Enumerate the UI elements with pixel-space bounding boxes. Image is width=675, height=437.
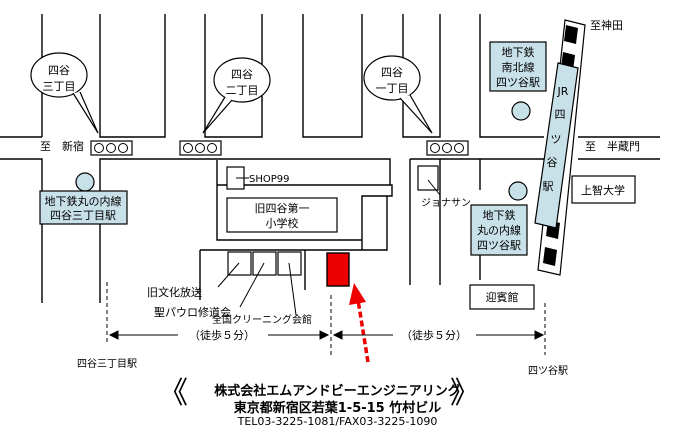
station-namboku-l2: 南北線 xyxy=(502,60,535,74)
station-marker-marunouchi-yotsuya xyxy=(508,181,528,201)
close-bracket: 》 xyxy=(450,376,480,411)
station-marunouchi-l3: 四ツ谷駅 xyxy=(477,239,521,252)
bubble-yotsuya-2chome-l2: 二丁目 xyxy=(226,84,259,97)
jr-label-2: 四 xyxy=(555,108,566,121)
label-jonathan: ジョナサン xyxy=(421,197,471,209)
station-yotsuya3-l2: 四谷三丁目駅 xyxy=(50,209,116,222)
label-sophia: 上智大学 xyxy=(581,183,625,197)
station-box-yotsuya3: 地下鉄丸の内線 四谷三丁目駅 xyxy=(39,190,128,225)
building-shop99: SHOP99 xyxy=(226,166,290,190)
traffic-signal-middle xyxy=(179,140,222,156)
bubble-yotsuya-1chome: 四谷 一丁目 xyxy=(363,55,433,134)
label-to-shinjuku: 至 新宿 xyxy=(40,139,84,153)
company-building-marker xyxy=(326,252,350,287)
label-shop99: SHOP99 xyxy=(249,174,290,185)
distance-left: （徒歩５分） xyxy=(189,328,255,342)
bubble-yotsuya-2chome: 四谷 二丁目 xyxy=(202,57,271,134)
building-sophia: 上智大学 xyxy=(571,175,636,204)
jr-railway: JR 四 ツ 谷 駅 xyxy=(534,19,586,276)
red-arrow xyxy=(349,283,370,363)
company-address: 東京都新宿区若葉1-5-15 竹村ビル xyxy=(233,401,442,416)
bubble-yotsuya-1chome-l2: 一丁目 xyxy=(376,82,409,95)
label-to-hanzomon: 至 半蔵門 xyxy=(585,139,640,153)
label-paulo: 聖パウロ修道会 xyxy=(154,305,231,319)
roads xyxy=(0,14,660,303)
station-marker-namboku xyxy=(511,101,531,121)
small-street xyxy=(199,249,322,300)
distance-guides xyxy=(106,282,546,358)
jr-label-5: 駅 xyxy=(543,180,554,193)
jr-yotsuya-platform xyxy=(534,62,579,229)
label-bunka-hoso: 旧文化放送 xyxy=(147,285,202,299)
label-geihinkan: 迎賓館 xyxy=(486,290,519,304)
company-name: 株式会社エムアンドビーエンジニアリング xyxy=(214,384,461,399)
station-marunouchi-l1: 地下鉄 xyxy=(483,208,516,222)
station-marunouchi-l2: 丸の内線 xyxy=(477,223,521,237)
company-tel-fax: TEL03-3225-1081/FAX03-3225-1090 xyxy=(237,415,438,428)
station-namboku-l1: 地下鉄 xyxy=(502,45,535,59)
station-marker-yotsuya3 xyxy=(75,172,95,192)
jr-label-1: JR xyxy=(557,85,569,98)
building-school: 旧四谷第一 小学校 xyxy=(226,197,338,233)
station-yotsuya3-l1: 地下鉄丸の内線 xyxy=(45,194,122,208)
traffic-signal-east xyxy=(426,140,469,156)
station-box-marunouchi-yotsuya: 地下鉄 丸の内線 四ツ谷駅 xyxy=(470,204,528,256)
bubble-yotsuya-2chome-l1: 四谷 xyxy=(231,68,253,81)
endpoint-yotsuya: 四ツ谷駅 xyxy=(528,365,568,377)
distance-right: （徒歩５分） xyxy=(401,328,467,342)
bubble-yotsuya-1chome-l1: 四谷 xyxy=(381,66,403,79)
open-bracket: 《 xyxy=(158,376,188,411)
traffic-signal-west xyxy=(90,140,133,156)
inner-block xyxy=(216,159,411,285)
small-buildings xyxy=(217,251,302,316)
school-l2: 小学校 xyxy=(266,216,299,230)
main-road-south-edge xyxy=(0,158,660,303)
jr-label-4: 谷 xyxy=(547,156,558,169)
endpoint-yotsuya3: 四谷三丁目駅 xyxy=(77,358,137,370)
building-jonathan: ジョナサン xyxy=(417,165,471,209)
bubble-yotsuya-3chome-l2: 三丁目 xyxy=(43,80,76,93)
bubble-yotsuya-3chome: 四谷 三丁目 xyxy=(30,52,99,134)
station-namboku-l3: 四ツ谷駅 xyxy=(496,76,540,89)
label-cleaning-hall: 全国クリーニング会館 xyxy=(212,313,312,326)
station-box-namboku: 地下鉄 南北線 四ツ谷駅 xyxy=(489,41,547,92)
bubble-yotsuya-3chome-l1: 四谷 xyxy=(48,64,70,77)
jr-label-3: ツ xyxy=(551,133,562,146)
school-l1: 旧四谷第一 xyxy=(255,201,310,215)
building-geihinkan: 迎賓館 xyxy=(469,284,535,310)
label-to-kanda: 至神田 xyxy=(590,18,623,32)
